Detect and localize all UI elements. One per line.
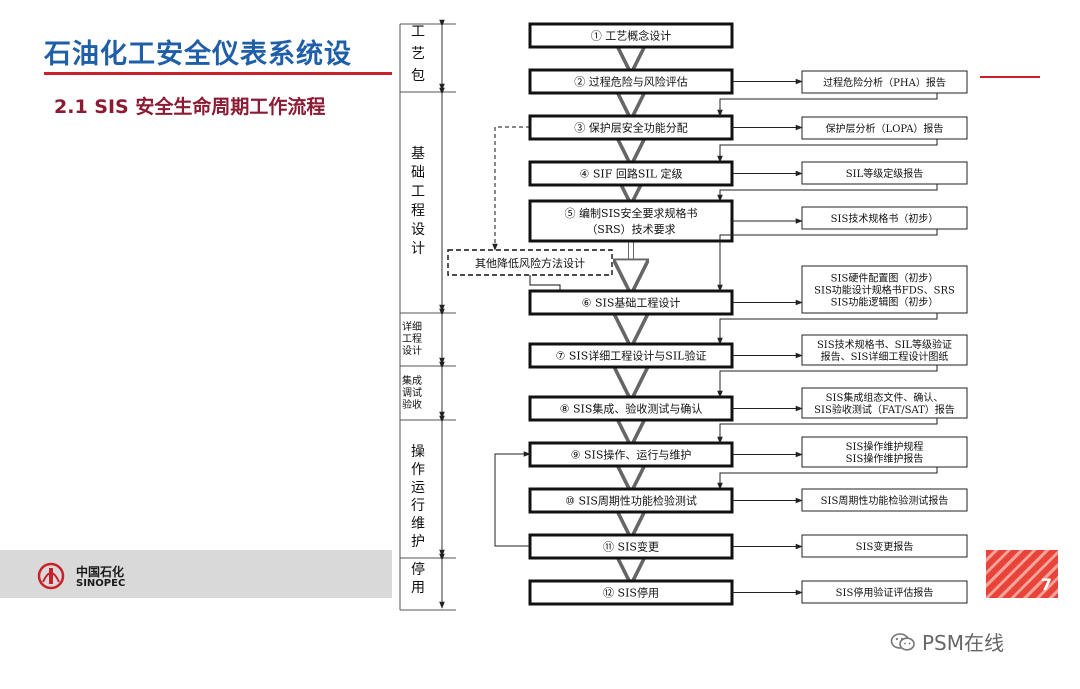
step-label-4: ④ SIF 回路SIL 定级 [579,167,682,181]
section-subtitle: 2.1 SIS 安全生命周期工作流程 [54,96,326,118]
feedback-arrow [717,365,938,398]
step-label-8: ⑧ SIS集成、验收测试与确认 [560,402,703,416]
phase-label-3: 工程 [402,333,422,345]
phase-label-6: 用 [411,580,425,596]
footer-band [0,550,392,598]
output-label-8: SIS操作维护规程 [846,440,924,453]
phase-label-2: 工 [411,184,425,200]
feedback-arrow [717,229,938,292]
phase-label-4: 集成 [402,374,422,387]
phase-label-2: 础 [411,165,425,181]
phase-label-3: 详细 [402,320,422,333]
phase-label-1: 包 [411,68,425,84]
step-label-1: ① 工艺概念设计 [591,29,672,43]
change-loop-arrow [494,451,531,547]
phase-label-2: 计 [411,241,425,257]
step-label-7: ⑦ SIS详细工程设计与SIL验证 [556,349,707,363]
phase-label-1: 艺 [411,46,425,62]
step-box-1 [528,22,734,49]
step-label-5-line2: （SRS）技术要求 [586,223,675,236]
title-underline [44,72,392,75]
phase-label-3: 设计 [402,344,422,357]
output-label-5: SIS功能设计规格书FDS、SRS [814,284,955,297]
output-box-4 [801,206,968,230]
output-box-6 [801,334,968,366]
phase-label-5: 作 [411,462,425,478]
dashed-connector [492,126,530,251]
phase-label-2: 设 [411,222,425,238]
phase-label-5: 行 [411,498,425,514]
phase-label-4: 验收 [402,398,422,411]
output-label-9: SIS周期性功能检验测试报告 [821,494,949,507]
watermark: PSM在线 [890,627,1004,656]
wechat-icon [890,632,915,651]
phase-label-4: 调试 [402,386,422,399]
step-label-3: ③ 保护层安全功能分配 [574,121,688,135]
output-label-11: SIS停用验证评估报告 [836,586,934,599]
watermark-text: PSM在线 [922,631,1005,655]
feedback-arrow [717,184,938,202]
feedback-arrow [717,313,938,345]
step-label-6: ⑥ SIS基础工程设计 [582,297,681,310]
output-label-5: SIS功能逻辑图（初步） [831,296,939,309]
output-box-7 [801,387,968,419]
right-accent-line [980,76,1040,78]
feedback-arrow [717,467,938,490]
step-label-12: ⑫ SIS停用 [603,586,659,600]
output-label-3: SIL等级定级报告 [846,167,923,180]
step-box-5 [528,199,734,243]
step-label-11: ⑪ SIS变更 [603,540,659,554]
page-title: 石油化工安全仪表系统设 [44,39,352,70]
other-to-step6-connector [529,275,561,291]
phase-label-1: 工 [411,24,425,40]
feedback-arrow [717,93,938,117]
step-label-10: ⑩ SIS周期性功能检验测试 [565,494,697,508]
output-label-10: SIS变更报告 [856,540,914,553]
phase-label-6: 停 [411,561,425,578]
step-label-2: ② 过程危险与风险评估 [574,75,688,89]
sinopec-logo-icon [37,562,65,590]
output-label-5: SIS硬件配置图（初步） [831,272,939,285]
output-label-7: SIS验收测试（FAT/SAT）报告 [814,403,955,416]
phase-label-5: 维 [411,516,425,532]
output-label-6: 报告、SIS详细工程设计图纸 [821,350,949,363]
logo-name-en: SINOPEC [76,578,126,589]
step-label-5: ⑤ 编制SIS安全要求规格书 [565,206,698,220]
phase-label-5: 护 [411,534,425,550]
page-number-box: 7 [986,550,1058,598]
feedback-arrow [717,139,938,163]
other-risk-box [447,249,613,276]
output-box-5 [801,265,968,314]
output-label-6: SIS技术规格书、SIL等级验证 [817,338,952,351]
output-label-4: SIS技术规格书（初步） [831,212,939,225]
page-number: 7 [1040,575,1052,594]
phase-label-2: 基 [411,145,425,162]
phase-label-2: 程 [411,203,425,219]
step-label-9: ⑨ SIS操作、运行与维护 [571,448,692,462]
output-label-7: SIS集成组态文件、确认、 [826,391,944,404]
phase-label-5: 运 [411,480,425,496]
feedback-arrow [717,418,938,444]
other-risk-label: 其他降低风险方法设计 [475,256,585,270]
output-label-2: 保护层分析（LOPA）报告 [826,122,944,135]
output-label-1: 过程危险分析（PHA）报告 [823,76,946,89]
logo-name-cn: 中国石化 [76,565,125,579]
phase-label-5: 操 [411,444,425,460]
output-label-8: SIS操作维护报告 [846,452,924,465]
